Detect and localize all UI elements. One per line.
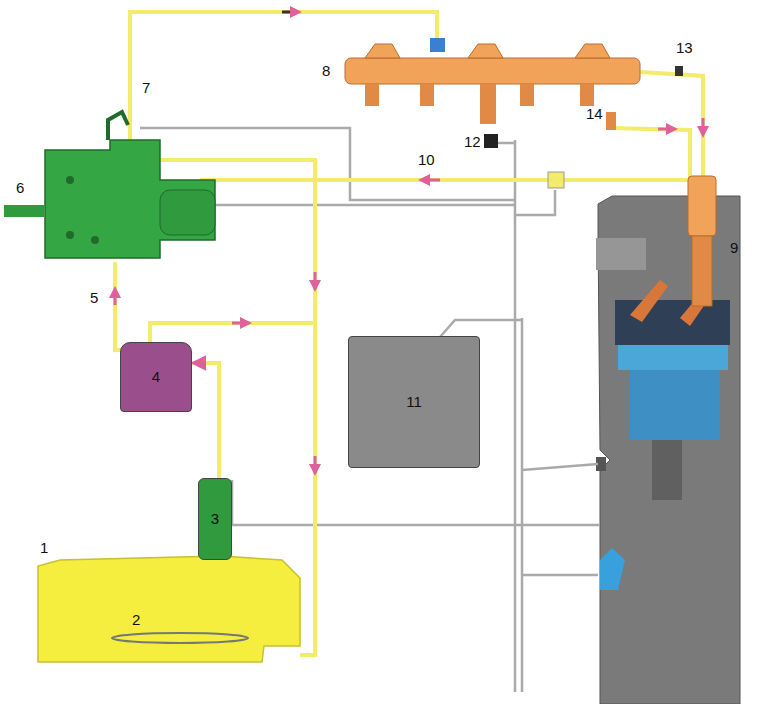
- engine-block: [615, 300, 730, 345]
- engine-block: [630, 370, 720, 440]
- wiring: [522, 464, 598, 470]
- callout-number: 8: [322, 63, 330, 78]
- wiring: [521, 318, 524, 692]
- injector: [688, 176, 716, 236]
- control-unit: 11: [348, 336, 480, 468]
- fuel-line: [192, 363, 219, 478]
- callout-number: 3: [211, 511, 219, 528]
- callout-number: 5: [90, 290, 98, 305]
- flow-arrow: [115, 118, 703, 470]
- common-rail: [520, 84, 534, 106]
- wiring: [215, 204, 515, 207]
- fuel-tank: [38, 556, 300, 662]
- common-rail: [345, 38, 683, 148]
- flow-arrow: [314, 456, 317, 470]
- callout-number: 13: [676, 40, 693, 55]
- callout-number: 12: [464, 134, 481, 149]
- fuel-line: [612, 128, 690, 178]
- callout-number: 10: [418, 152, 435, 167]
- common-rail: [480, 84, 496, 124]
- high-pressure-pump: [66, 176, 74, 184]
- fuel-line: [115, 12, 703, 655]
- fuel-line: [115, 262, 122, 350]
- engine-block: [618, 345, 728, 370]
- wiring: [440, 320, 522, 337]
- feed-pump: 3: [198, 478, 232, 560]
- engine-block: [652, 440, 682, 500]
- common-rail: [420, 84, 434, 106]
- high-pressure-pump: [4, 205, 44, 217]
- injector: [692, 236, 712, 306]
- engine-block: [596, 196, 740, 704]
- fuel-line: [640, 72, 703, 176]
- flow-arrow: [282, 11, 296, 14]
- flow-arrow: [702, 118, 705, 132]
- high-pressure-pump: [4, 112, 215, 258]
- common-rail: [580, 84, 594, 106]
- common-rail: [468, 44, 503, 58]
- callout-number: 4: [152, 369, 160, 386]
- common-rail: [484, 134, 498, 148]
- wiring: [522, 574, 598, 577]
- fuel-line: [130, 12, 437, 172]
- common-rail: [430, 38, 445, 52]
- flow-arrow: [114, 292, 117, 305]
- common-rail: [365, 44, 400, 58]
- high-pressure-pump: [66, 231, 74, 239]
- common-rail: [575, 44, 610, 58]
- engine-block: [598, 196, 740, 704]
- flow-arrow: [314, 272, 317, 286]
- high-pressure-pump: [45, 140, 215, 258]
- flow-arrow: [232, 322, 246, 325]
- wiring: [514, 140, 517, 692]
- callout-number: 2: [132, 612, 140, 627]
- fuel-line: [200, 178, 690, 182]
- engine-block: [596, 238, 646, 270]
- callout-number: 6: [16, 180, 24, 195]
- wiring: [515, 190, 555, 215]
- engine-block: [630, 280, 668, 322]
- injector: [688, 176, 716, 306]
- strainer: [112, 633, 248, 643]
- callout-number: 14: [586, 106, 603, 121]
- fuel-filter: 4: [120, 342, 192, 412]
- callout-number: 7: [142, 80, 150, 95]
- wiring: [498, 142, 515, 145]
- junction-block: [548, 172, 564, 188]
- common-rail: [675, 66, 683, 76]
- high-pressure-pump: [91, 236, 99, 244]
- common-rail: [345, 58, 640, 84]
- wiring: [232, 480, 600, 525]
- callout-number: 11: [406, 394, 422, 411]
- flow-arrow: [658, 128, 672, 131]
- high-pressure-pump: [108, 112, 128, 140]
- fuel-tank: [38, 556, 300, 662]
- common-rail: [606, 112, 616, 130]
- engine-block: [600, 548, 625, 590]
- common-rail: [365, 84, 379, 106]
- fuel-line: [150, 323, 315, 342]
- flow-arrow: [424, 179, 440, 182]
- callout-number: 1: [40, 540, 48, 555]
- high-pressure-pump: [160, 190, 215, 235]
- callout-number: 9: [730, 240, 738, 255]
